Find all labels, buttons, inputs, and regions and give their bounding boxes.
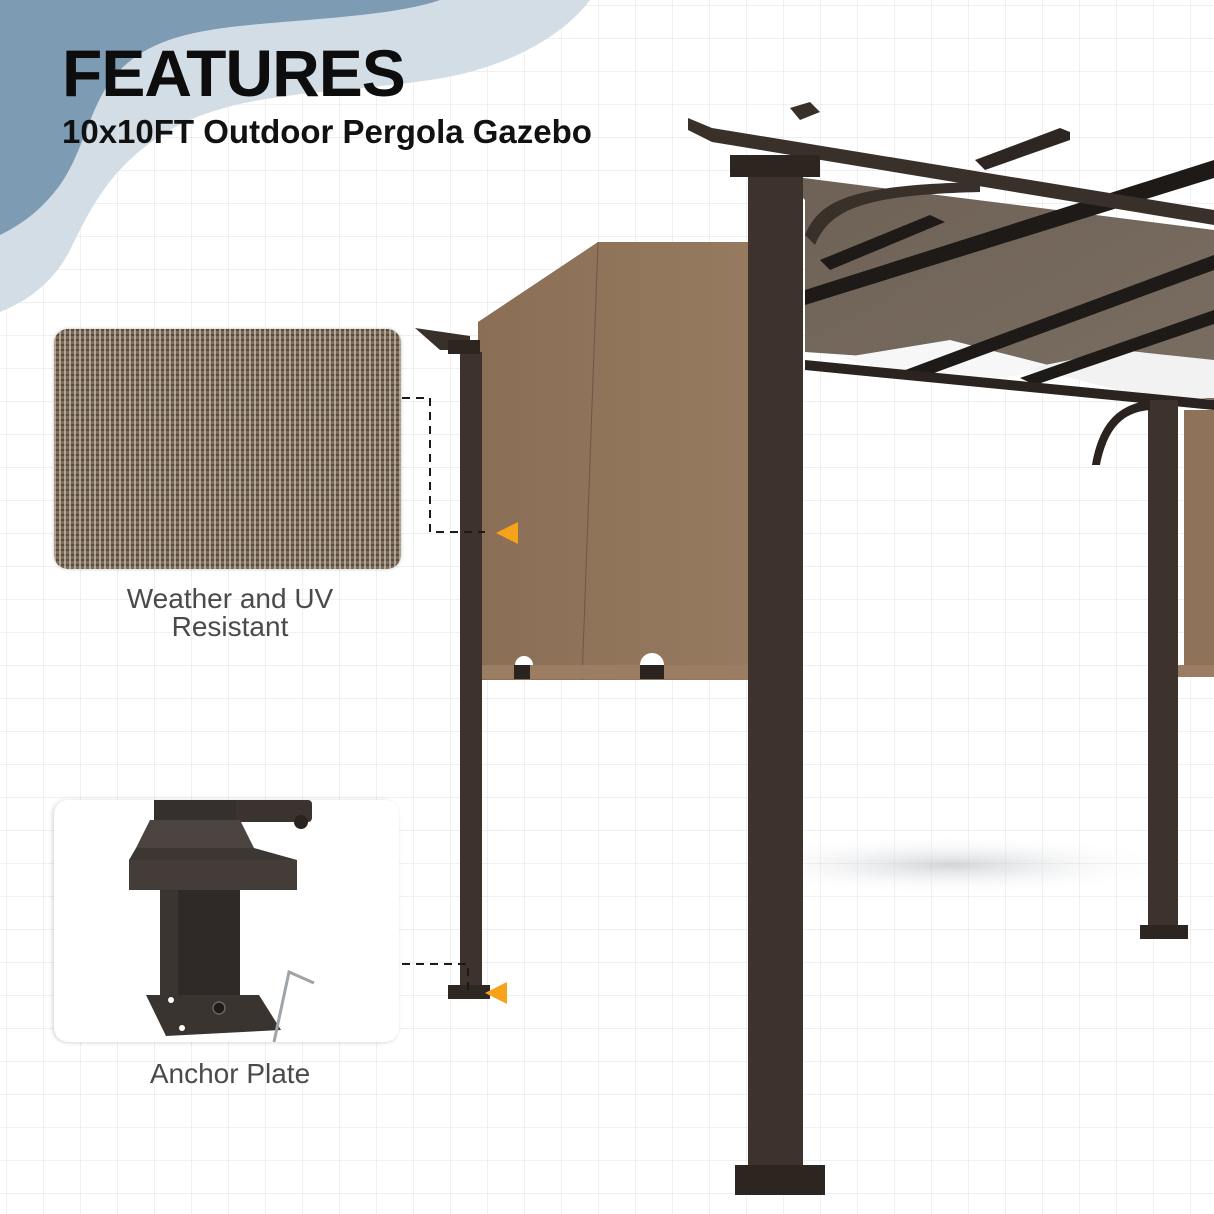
page-title: FEATURES [62, 36, 406, 110]
caption-line: Resistant [171, 611, 289, 642]
caption-line: Weather and UV [126, 583, 334, 614]
anchor-plate-image [129, 800, 315, 1042]
orange-pointer-icon [485, 982, 507, 1004]
product-subtitle: 10x10FT Outdoor Pergola Gazebo [62, 113, 592, 150]
caption-line: Anchor Plate [149, 1058, 311, 1089]
anchor-plate-image-card [54, 800, 399, 1042]
fabric-swatch-image [54, 329, 401, 569]
orange-pointer-icon [496, 522, 518, 544]
feature-caption-anchor-plate: Anchor Plate [90, 1060, 370, 1088]
decorative-blob-shape [0, 0, 590, 312]
feature-caption-weather-uv: Weather and UV Resistant [90, 585, 370, 641]
